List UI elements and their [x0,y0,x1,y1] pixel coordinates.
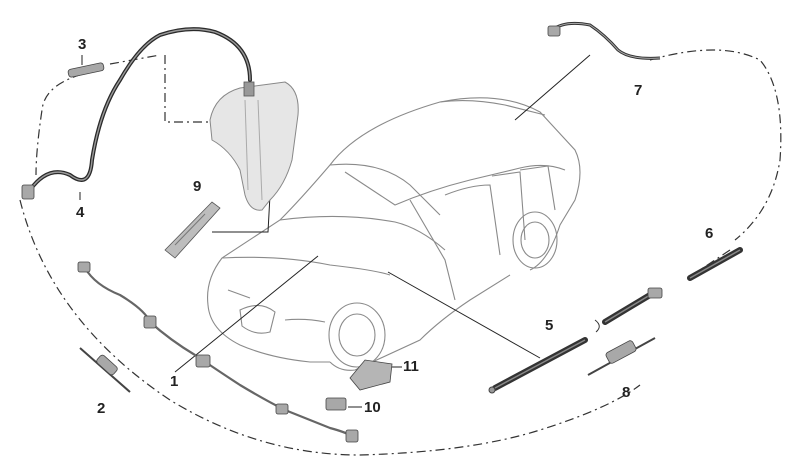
nozzle-8 [587,337,656,376]
bracket-10 [325,397,347,411]
callout-9: 9 [193,178,202,195]
callout-4: 4 [76,204,85,221]
car-outline [207,97,581,371]
callout-3: 3 [78,36,87,53]
callout-5: 5 [545,317,554,334]
assembly-boundary [19,49,782,456]
wiring-harness [77,261,359,443]
callout-6: 6 [705,225,714,242]
hose-5 [488,319,600,394]
nozzle-2 [79,347,131,393]
washer-hose [21,27,252,200]
callout-7: 7 [634,82,643,99]
callout-10: 10 [364,399,381,416]
hose-6 [602,247,743,325]
callout-1: 1 [170,373,179,390]
hose-7 [547,21,661,60]
callout-2: 2 [97,400,106,417]
callout-8: 8 [622,384,631,401]
level-sensor [164,201,221,259]
callout-11: 11 [403,358,419,375]
washer-reservoir [209,81,299,211]
pump-11 [349,359,393,391]
